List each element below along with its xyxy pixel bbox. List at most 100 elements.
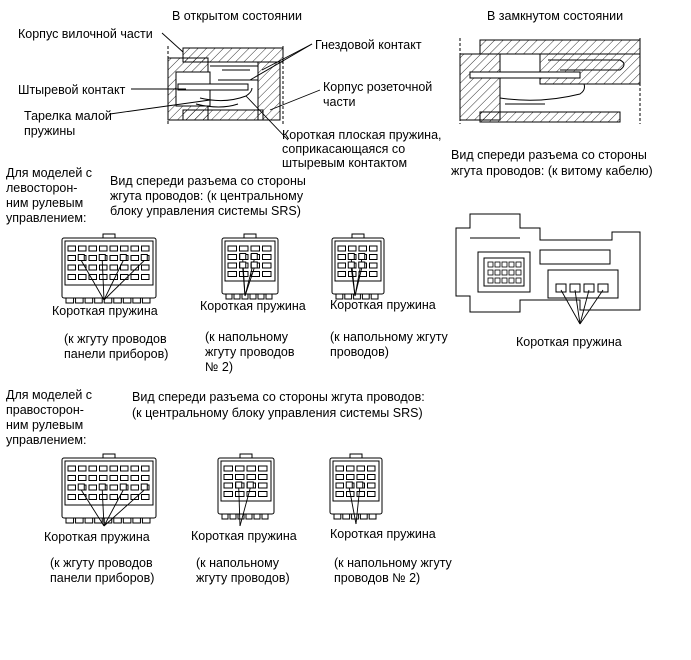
coil-connector-cell <box>487 269 494 276</box>
connector-cell <box>227 262 237 269</box>
connector-cell <box>223 491 233 497</box>
connector-cell <box>227 245 237 252</box>
connector-foot <box>233 293 241 300</box>
rhd-to-c-1: (к напольному жгуту <box>334 556 452 570</box>
connector-cell <box>223 474 233 480</box>
connector-front-view <box>61 233 157 304</box>
lhd-model-2: левосторон- <box>6 181 78 195</box>
label-front-view-coil-2: жгута проводов: (к витому кабелю) <box>451 164 653 178</box>
connector-cell <box>78 245 87 252</box>
connector-cell <box>88 264 97 271</box>
connector-cell <box>67 494 76 500</box>
connector-latch <box>349 453 363 459</box>
connector-cell <box>141 494 150 500</box>
spring-leader-line <box>348 487 357 525</box>
connector-cell <box>120 245 129 252</box>
coil-connector-cell <box>515 277 522 284</box>
connector-cell <box>335 474 344 480</box>
coil-connector-cell <box>487 261 494 268</box>
connector-cell <box>335 491 344 497</box>
connector-cell <box>235 474 245 480</box>
short-spring-marker <box>119 483 127 491</box>
label-flat-spring-2: соприкасающаяся со <box>282 142 406 156</box>
connector-foot <box>75 297 84 304</box>
connector-cell <box>130 245 139 252</box>
connector-cell <box>141 465 150 472</box>
connector-cell <box>88 484 97 491</box>
connector-cell <box>337 262 346 269</box>
connector-latch <box>351 233 365 239</box>
connector-foot <box>359 513 368 520</box>
connector-cell <box>130 465 139 472</box>
connector-foot <box>245 513 253 520</box>
spring-leader-line <box>103 260 145 301</box>
coil-connector-cell <box>494 269 501 276</box>
connector-foot <box>353 293 361 300</box>
connector-cell <box>67 484 76 491</box>
connector-foot <box>333 513 342 520</box>
connector-foot <box>368 513 377 520</box>
spring-leader-line <box>103 260 124 301</box>
lhd-model-4: управлением: <box>6 211 87 225</box>
lhd-model-1: Для моделей с <box>6 166 93 180</box>
connector-cell <box>250 245 260 252</box>
spring-leader-line <box>242 267 246 297</box>
label-flat-spring-1: Короткая плоская пружина, <box>282 128 442 142</box>
short-spring-marker <box>77 254 85 261</box>
closed-state-title: В замкнутом состоянии <box>487 9 624 23</box>
spring-leader-line <box>101 489 105 527</box>
connector-foot <box>113 297 122 304</box>
coil-connector-cells <box>487 261 522 284</box>
label-socket-contact: Гнездовой контакт <box>315 38 422 52</box>
connector-cell <box>223 465 233 472</box>
connector-cell <box>88 255 97 261</box>
connector-cell <box>120 465 129 472</box>
connector-cell <box>258 482 268 489</box>
coil-connector-cell <box>501 269 508 276</box>
connector-foot <box>342 513 351 520</box>
connector-cell <box>78 264 87 271</box>
label-pin-contact: Штыревой контакт <box>18 83 126 97</box>
connector-cell <box>337 245 346 252</box>
connector-cell <box>141 274 150 280</box>
connector-foot <box>141 297 151 304</box>
label-socket-housing-1: Корпус розеточной <box>323 80 433 94</box>
lhd-spring-a: Короткая пружина <box>52 304 158 318</box>
label-flat-spring-3: штыревым контактом <box>282 156 408 170</box>
connector-cell <box>356 474 365 480</box>
connector-foot <box>65 517 75 524</box>
spring-leader-line <box>244 267 255 297</box>
rhd-to-b-1: (к напольному <box>196 556 280 570</box>
connector-cell <box>109 245 118 252</box>
coil-connector-cell <box>501 261 508 268</box>
label-socket-housing-2: части <box>323 95 356 109</box>
spring-leader-line <box>238 487 241 527</box>
connector-cell <box>88 465 97 472</box>
connector-cell <box>356 491 365 497</box>
spring-leader-line <box>80 489 105 527</box>
short-spring-marker <box>246 481 254 489</box>
connector-cell <box>369 271 378 277</box>
connector-cell <box>356 465 365 472</box>
connector-cell <box>235 491 245 497</box>
coil-connector-cell <box>515 261 522 268</box>
coil-spring-leaders <box>560 289 604 325</box>
short-spring-marker <box>345 481 353 489</box>
connector-foot <box>84 517 94 524</box>
short-spring-marker <box>140 483 148 491</box>
connector-face <box>334 240 382 282</box>
rhd-spring-a: Короткая пружина <box>44 530 150 544</box>
lhd-model-3: ним рулевым <box>6 196 84 210</box>
rhd-model-3: ним рулевым <box>6 418 84 432</box>
connector-cell <box>67 475 76 481</box>
connector-foot <box>65 297 75 304</box>
connector-foot <box>229 513 237 520</box>
spring-leader-line <box>103 489 124 527</box>
connector-cell <box>120 475 129 481</box>
connector-cell <box>78 274 87 280</box>
connector-foot <box>221 513 229 520</box>
connector-foot <box>261 513 269 520</box>
connector-cell <box>367 491 376 497</box>
connector-cell <box>367 474 376 480</box>
